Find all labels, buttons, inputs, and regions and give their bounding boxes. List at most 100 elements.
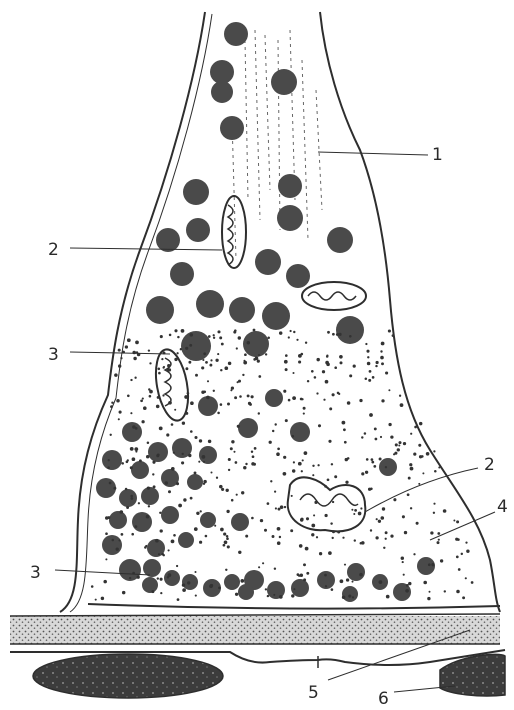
small-vesicle <box>252 455 255 458</box>
small-vesicle <box>144 546 147 549</box>
small-vesicle <box>231 440 234 443</box>
small-vesicle <box>278 508 281 511</box>
synaptic-cleft <box>10 616 500 644</box>
small-vesicle <box>367 362 371 366</box>
small-vesicle <box>285 419 288 422</box>
small-vesicle <box>290 330 292 332</box>
small-vesicle <box>171 467 175 471</box>
small-vesicle <box>214 525 216 527</box>
small-vesicle <box>152 473 154 475</box>
small-vesicle <box>369 413 373 417</box>
small-vesicle <box>142 398 144 400</box>
small-vesicle <box>353 365 356 368</box>
small-vesicle <box>300 353 303 356</box>
small-vesicle <box>348 595 351 598</box>
small-vesicle <box>149 390 153 394</box>
muscle-nucleus-right <box>440 654 505 696</box>
small-vesicle <box>216 477 218 479</box>
small-vesicle <box>107 516 110 519</box>
small-vesicle <box>265 353 267 355</box>
small-vesicle <box>393 453 395 455</box>
small-vesicle <box>205 535 208 538</box>
small-vesicle <box>199 439 202 442</box>
small-vesicle <box>284 506 286 508</box>
dense-core-vesicle <box>146 296 174 324</box>
small-vesicle <box>290 529 293 532</box>
small-vesicle <box>332 537 334 539</box>
small-vesicle <box>292 435 295 438</box>
small-vesicle <box>413 553 415 555</box>
small-vesicle <box>167 576 170 579</box>
small-vesicle <box>437 532 440 535</box>
small-vesicle <box>303 563 306 566</box>
small-vesicle <box>177 336 179 338</box>
dense-core-vesicle <box>238 418 258 438</box>
small-vesicle <box>194 571 196 573</box>
small-vesicle <box>328 551 332 555</box>
small-vesicle <box>324 514 327 517</box>
small-vesicle <box>235 593 238 596</box>
dense-core-vesicle <box>187 474 203 490</box>
small-vesicle <box>149 395 152 398</box>
small-vesicle <box>410 507 412 509</box>
label-2-mitochondrion-upper: 2 <box>48 240 59 260</box>
dense-core-vesicle <box>156 228 180 252</box>
small-vesicle <box>203 483 205 485</box>
small-vesicle <box>220 369 222 371</box>
small-vesicle <box>434 470 437 473</box>
small-vesicle <box>306 517 309 520</box>
small-vesicle <box>189 344 192 347</box>
small-vesicle <box>382 507 385 510</box>
small-vesicle <box>280 505 284 509</box>
small-vesicle <box>231 386 234 389</box>
small-vesicle <box>340 579 344 583</box>
dense-core-vesicle <box>336 316 364 344</box>
small-vesicle <box>203 352 206 355</box>
label-2-mitochondrion-lower: 2 <box>484 455 495 475</box>
small-vesicle <box>375 438 378 441</box>
small-vesicle <box>185 412 188 415</box>
small-vesicle <box>361 472 364 475</box>
small-vesicle <box>239 395 242 398</box>
small-vesicle <box>385 466 387 468</box>
small-vesicle <box>176 482 179 485</box>
small-vesicle <box>421 455 424 458</box>
small-vesicle <box>312 474 314 476</box>
small-vesicle <box>398 444 400 446</box>
small-vesicle <box>202 455 206 459</box>
small-vesicle <box>251 450 253 452</box>
small-vesicle <box>334 475 337 478</box>
small-vesicle <box>244 353 247 356</box>
small-vesicle <box>359 573 363 577</box>
small-vesicle <box>422 472 424 474</box>
small-vesicle <box>383 547 385 549</box>
small-vesicle <box>129 577 131 579</box>
small-vesicle <box>349 335 352 338</box>
small-vesicle <box>465 577 467 579</box>
small-vesicle <box>410 433 412 435</box>
small-vesicle <box>275 507 277 509</box>
small-vesicle <box>181 461 184 464</box>
small-vesicle <box>217 412 220 415</box>
small-vesicle <box>401 556 404 559</box>
small-vesicle <box>351 509 353 511</box>
small-vesicle <box>158 368 161 371</box>
small-vesicle <box>205 361 208 364</box>
small-vesicle <box>325 585 327 587</box>
dense-core-vesicle <box>196 290 224 318</box>
small-vesicle <box>466 549 469 552</box>
dense-core-vesicle <box>142 577 158 593</box>
small-vesicle <box>127 459 129 461</box>
small-vesicle <box>118 539 120 541</box>
small-vesicle <box>240 579 244 583</box>
small-vesicle <box>203 390 206 393</box>
small-vesicle <box>368 379 371 382</box>
small-vesicle <box>332 530 335 533</box>
small-vesicle <box>208 335 211 338</box>
small-vesicle <box>273 594 275 596</box>
small-vesicle <box>200 510 202 512</box>
dense-core-vesicle <box>183 179 209 205</box>
small-vesicle <box>120 357 122 359</box>
small-vesicle <box>223 544 226 547</box>
